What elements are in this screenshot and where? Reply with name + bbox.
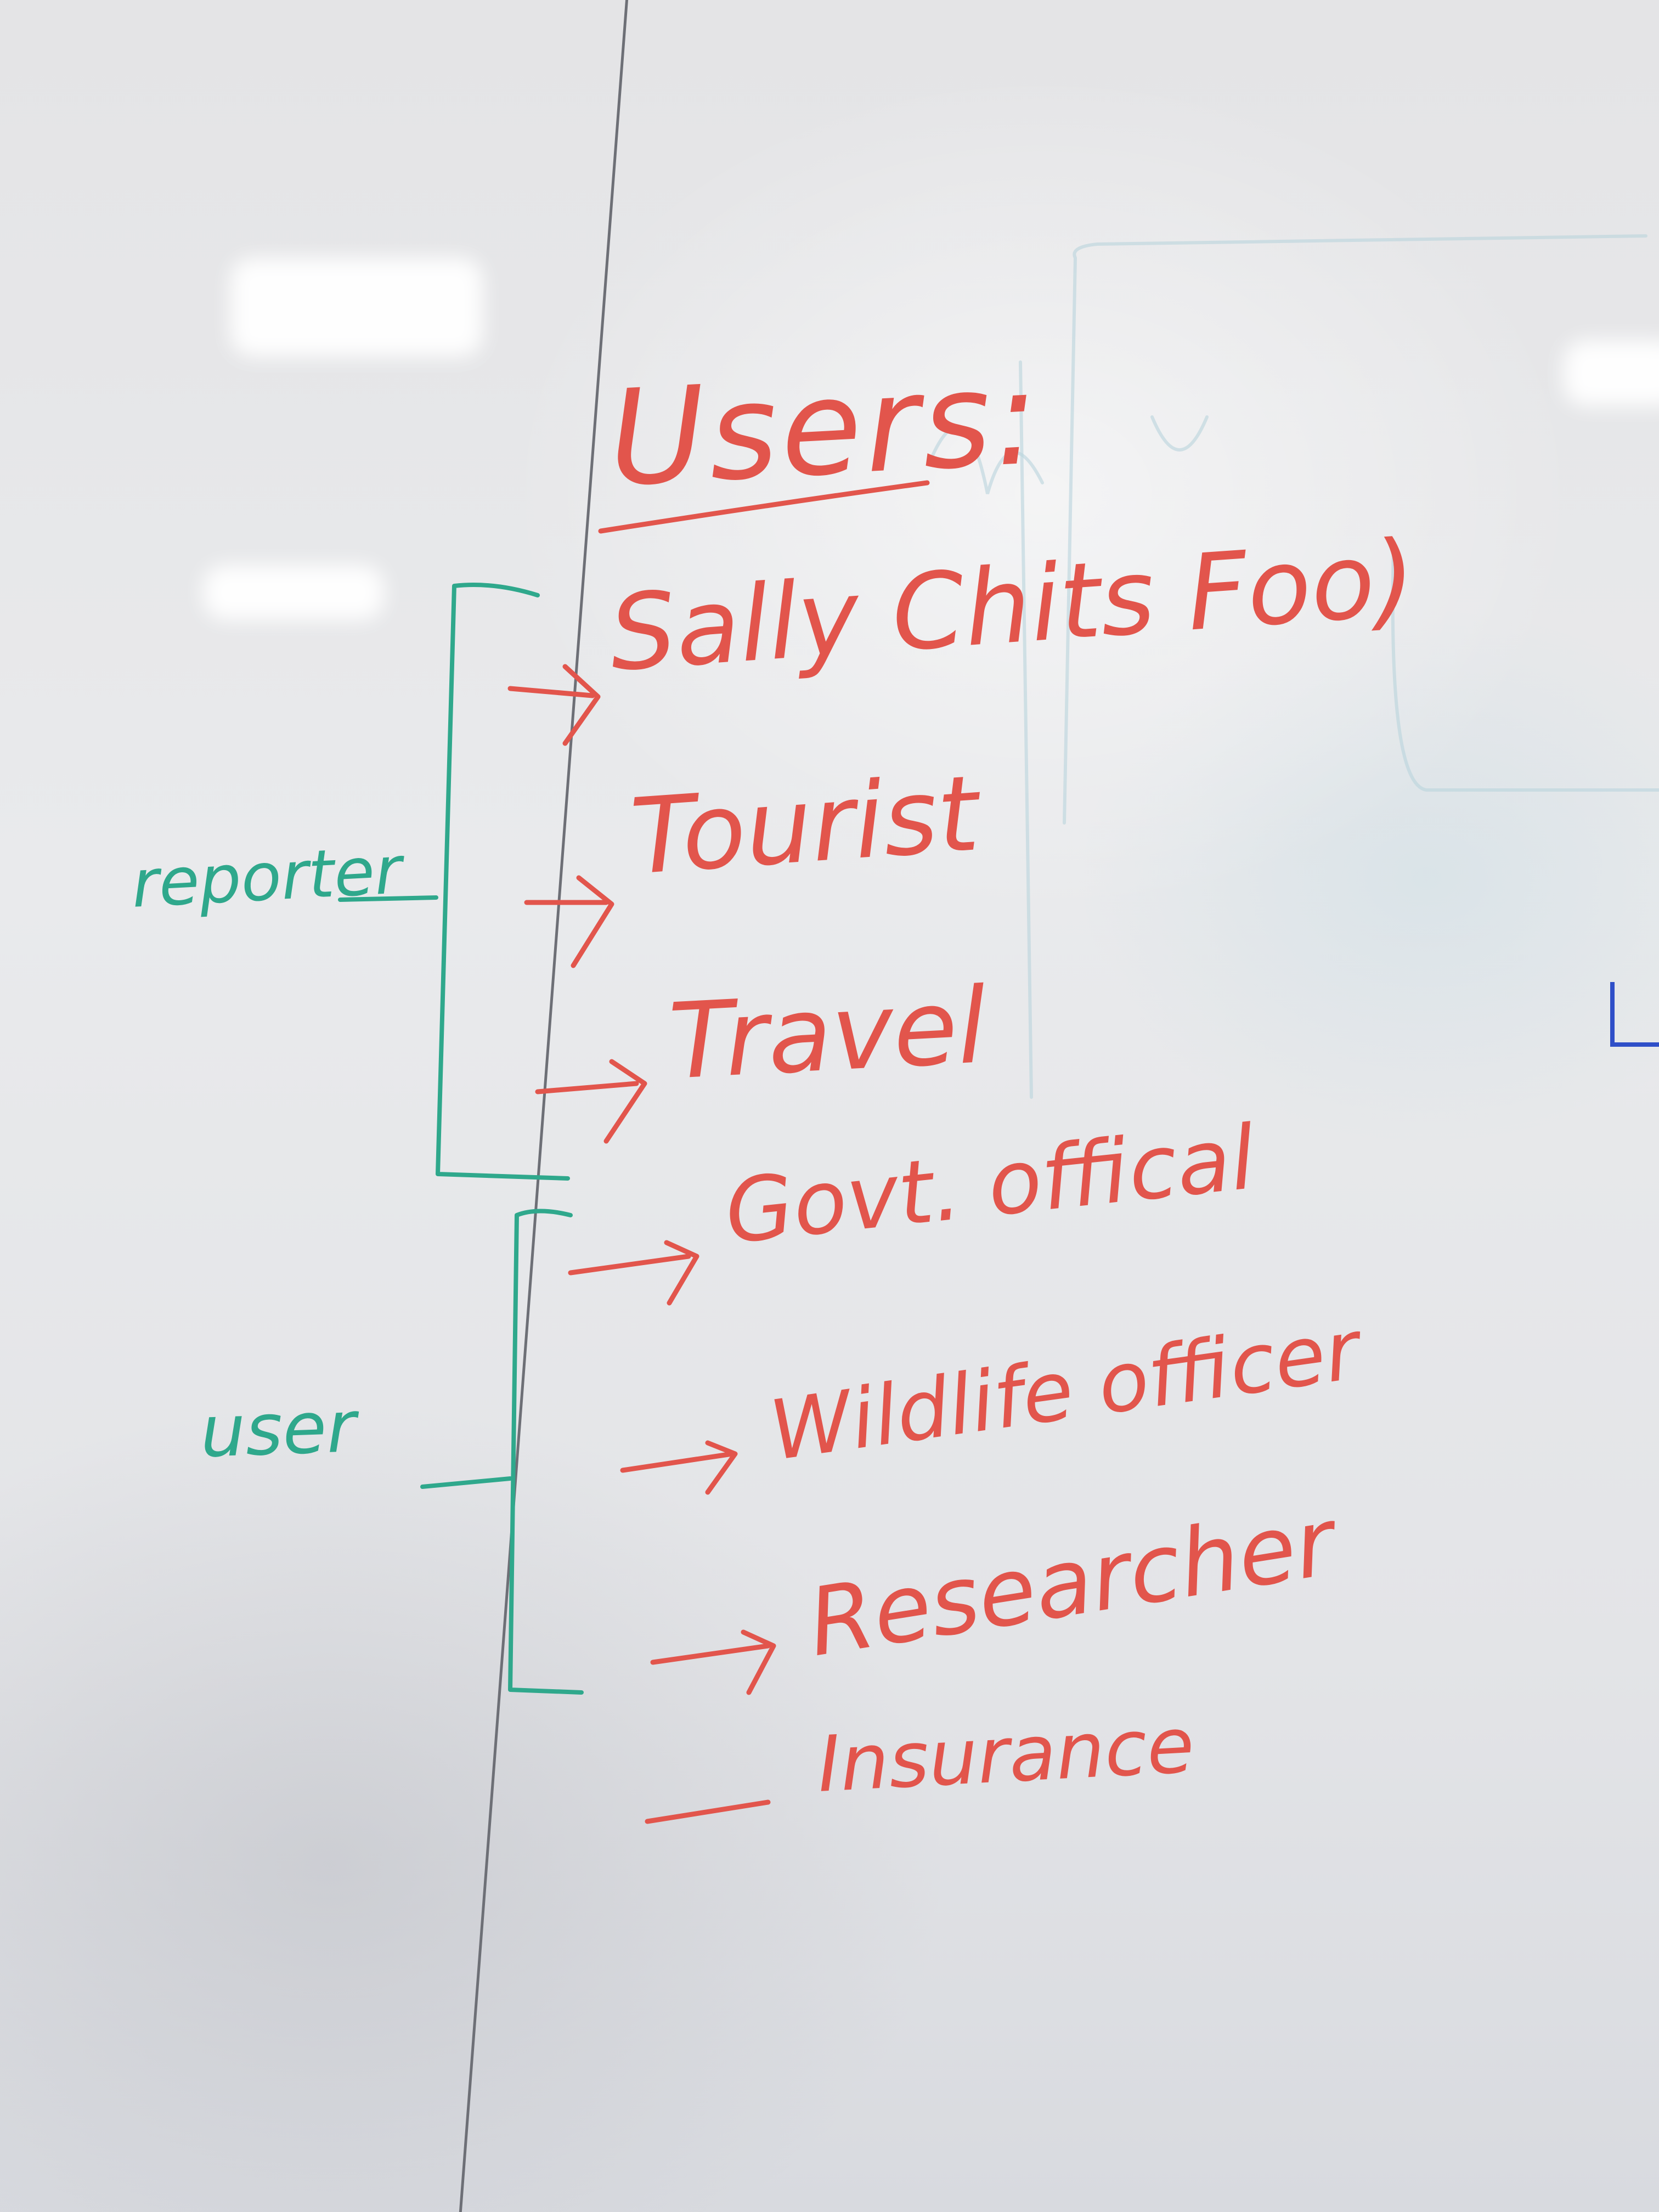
arrow-3 (535, 1059, 647, 1144)
heading-users: Users: (605, 340, 1046, 516)
arrow-6 (650, 1629, 776, 1695)
list-item-travel: Travel (666, 965, 990, 1103)
group-label-user: user (199, 1385, 358, 1474)
dash-7 (645, 1799, 771, 1824)
user-bracket (508, 1209, 584, 1695)
erased-ghost-box (1063, 234, 1659, 825)
light-reflection (1564, 340, 1659, 406)
list-item-insurance: Insurance (815, 1701, 1197, 1810)
light-reflection (230, 258, 483, 357)
group-label-reporter: reporter (129, 832, 404, 923)
arrow-5 (620, 1440, 738, 1495)
arrow-4 (568, 1240, 699, 1306)
list-item-tourist: Tourist (627, 753, 983, 898)
user-connector (420, 1476, 512, 1489)
heading-underline (598, 480, 930, 534)
reporter-bracket (436, 583, 570, 1181)
arrow-1 (507, 664, 601, 746)
arrow-2 (524, 875, 614, 968)
blue-marker-fragment (1610, 982, 1659, 1047)
erased-ghost-line (1019, 360, 1033, 1099)
reporter-connector (338, 895, 438, 902)
light-reflection (203, 565, 384, 620)
